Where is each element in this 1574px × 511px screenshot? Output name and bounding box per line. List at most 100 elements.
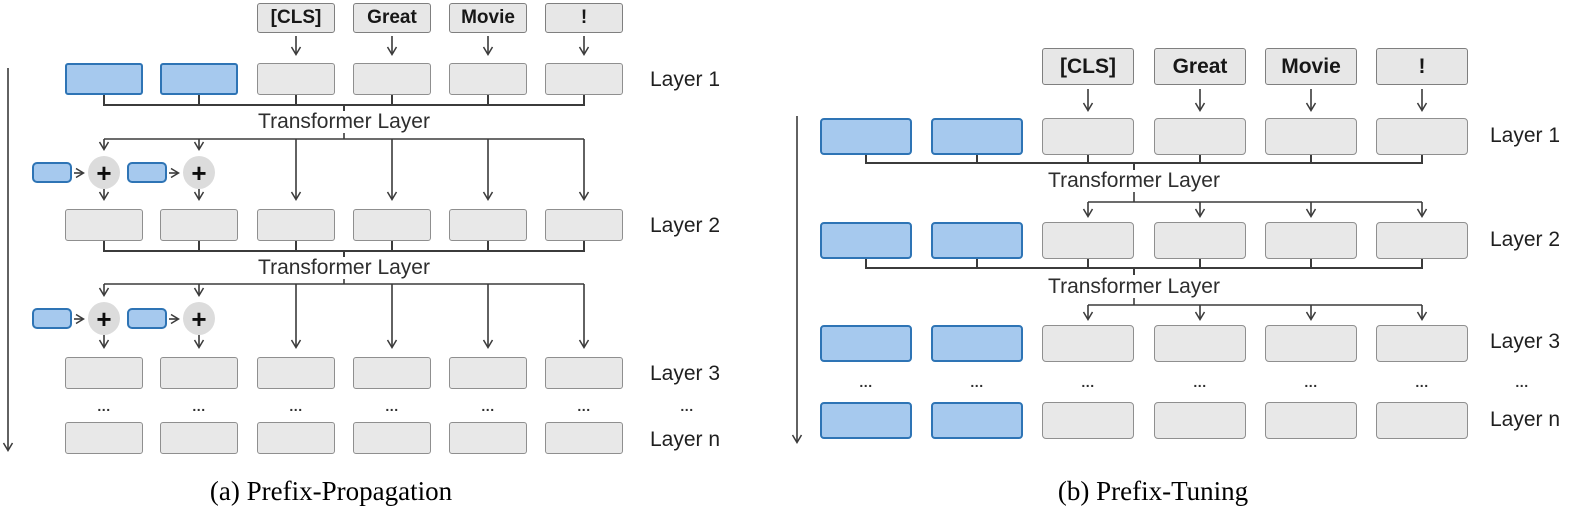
- plus-circle: +: [183, 156, 215, 189]
- hidden-state-box: [1042, 118, 1134, 155]
- ellipsis: ...: [577, 398, 591, 414]
- hidden-state-box: [1154, 402, 1246, 439]
- hidden-state-box: [65, 209, 143, 241]
- ellipsis: ...: [1304, 374, 1318, 390]
- layer-label: Layer 2: [1490, 228, 1561, 251]
- token-box-great: Great: [353, 3, 431, 33]
- hidden-state-box: [1265, 325, 1357, 362]
- small-prefix-box: [127, 308, 167, 329]
- token-box-excl: !: [1376, 48, 1468, 85]
- prefix-box: [931, 402, 1023, 439]
- hidden-state-box: [257, 63, 335, 95]
- prefix-box: [65, 63, 143, 95]
- token-box-movie: Movie: [1265, 48, 1357, 85]
- hidden-state-box: [545, 63, 623, 95]
- token-box-excl: !: [545, 3, 623, 33]
- hidden-state-box: [1376, 402, 1468, 439]
- layer-label: Layer 2: [650, 214, 721, 237]
- caption-prefix-propagation: (a) Prefix-Propagation: [209, 476, 453, 506]
- ellipsis: ...: [1193, 374, 1207, 390]
- prefix-box: [160, 63, 238, 95]
- left-layer1-collect-bus: [103, 95, 585, 111]
- hidden-state-box: [353, 63, 431, 95]
- hidden-state-box: [257, 422, 335, 454]
- hidden-state-box: [1376, 325, 1468, 362]
- hidden-state-box: [353, 422, 431, 454]
- layer-label: Layer n: [650, 428, 721, 451]
- ellipsis: ...: [1081, 374, 1095, 390]
- hidden-state-box: [1376, 222, 1468, 259]
- hidden-state-box: [545, 357, 623, 389]
- ellipsis: ...: [289, 398, 303, 414]
- hidden-state-box: [1265, 118, 1357, 155]
- hidden-state-box: [1154, 118, 1246, 155]
- layer-label: Layer 1: [650, 68, 721, 91]
- ellipsis: ...: [1415, 374, 1429, 390]
- plus-circle: +: [88, 302, 120, 335]
- hidden-state-box: [1154, 222, 1246, 259]
- ellipsis: ...: [385, 398, 399, 414]
- token-box-movie: Movie: [449, 3, 527, 33]
- hidden-state-box: [545, 209, 623, 241]
- plus-circle: +: [183, 302, 215, 335]
- hidden-state-box: [1042, 402, 1134, 439]
- hidden-state-box: [65, 422, 143, 454]
- layer-label: Layer 3: [650, 362, 721, 385]
- hidden-state-box: [160, 422, 238, 454]
- token-box-great: Great: [1154, 48, 1246, 85]
- left-layer2-collect-bus: [103, 241, 585, 257]
- ellipsis: ...: [97, 398, 111, 414]
- hidden-state-box: [1042, 325, 1134, 362]
- ellipsis: ...: [481, 398, 495, 414]
- ellipsis: ...: [970, 374, 984, 390]
- hidden-state-box: [1265, 222, 1357, 259]
- prefix-box: [820, 222, 912, 259]
- left-transformer1-out-bus: [104, 133, 584, 140]
- ellipsis: ...: [1515, 374, 1529, 390]
- layer-label: Layer n: [1490, 408, 1561, 431]
- hidden-state-box: [65, 357, 143, 389]
- transformer-layer-label: Transformer Layer: [258, 110, 430, 133]
- hidden-state-box: [1265, 402, 1357, 439]
- hidden-state-box: [160, 209, 238, 241]
- token-box-cls: [CLS]: [257, 3, 335, 33]
- hidden-state-box: [1376, 118, 1468, 155]
- hidden-state-box: [449, 422, 527, 454]
- right-transformer1-out-bus: [1088, 192, 1422, 203]
- transformer-layer-label: Transformer Layer: [258, 256, 430, 279]
- prefix-box: [931, 118, 1023, 155]
- hidden-state-box: [1154, 325, 1246, 362]
- hidden-state-box: [545, 422, 623, 454]
- hidden-state-box: [160, 357, 238, 389]
- small-prefix-box: [127, 162, 167, 183]
- ellipsis: ...: [859, 374, 873, 390]
- prefix-box: [820, 118, 912, 155]
- hidden-state-box: [257, 209, 335, 241]
- hidden-state-box: [353, 209, 431, 241]
- caption-prefix-tuning: (b) Prefix-Tuning: [1057, 476, 1249, 506]
- hidden-state-box: [1042, 222, 1134, 259]
- layer-label: Layer 3: [1490, 330, 1561, 353]
- right-layer1-collect-bus: [865, 155, 1423, 170]
- prefix-box: [931, 222, 1023, 259]
- transformer-layer-label: Transformer Layer: [1048, 275, 1220, 298]
- prefix-box: [820, 325, 912, 362]
- right-layer2-collect-bus: [865, 259, 1423, 275]
- right-transformer2-out-bus: [1088, 298, 1422, 306]
- hidden-state-box: [449, 209, 527, 241]
- plus-circle: +: [88, 156, 120, 189]
- transformer-layer-label: Transformer Layer: [1048, 169, 1220, 192]
- hidden-state-box: [257, 357, 335, 389]
- small-prefix-box: [32, 162, 72, 183]
- ellipsis: ...: [192, 398, 206, 414]
- layer-label: Layer 1: [1490, 124, 1561, 147]
- ellipsis: ...: [680, 398, 694, 414]
- small-prefix-box: [32, 308, 72, 329]
- left-transformer2-out-bus: [104, 279, 584, 285]
- hidden-state-box: [449, 357, 527, 389]
- prefix-box: [931, 325, 1023, 362]
- hidden-state-box: [449, 63, 527, 95]
- hidden-state-box: [353, 357, 431, 389]
